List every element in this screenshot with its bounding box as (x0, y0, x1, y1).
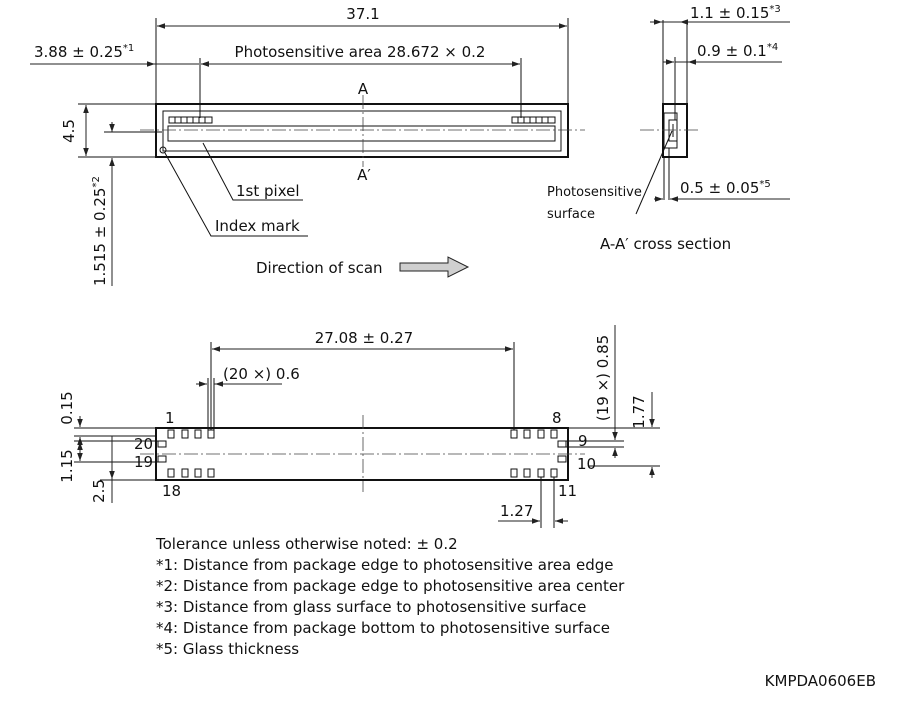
glass-thickness-label: 0.5 ± 0.05*5 (680, 179, 771, 197)
scan-direction-arrow-icon (399, 256, 470, 278)
glass-to-surface-label: 1.1 ± 0.15*3 (690, 4, 781, 22)
dim-177-label: 1.77 (630, 395, 648, 428)
photosensitive-area-label: Photosensitive area 28.672 × 0.2 (235, 43, 486, 61)
pad-height-label: (19 ×) 0.85 (594, 335, 612, 421)
note-4: *4: Distance from package bottom to phot… (156, 619, 610, 637)
dim-25-label: 2.5 (90, 479, 108, 503)
scan-direction-label: Direction of scan (256, 259, 383, 277)
overall-length-label: 37.1 (346, 5, 379, 23)
pads-bottom-left (167, 468, 215, 478)
pin-label-11: 11 (558, 482, 577, 500)
cross-section-view: 1.1 ± 0.15*3 0.9 ± 0.1*4 0.5 ± 0.05*5 Ph… (547, 4, 790, 253)
section-a-prime-label: A′ (357, 166, 371, 184)
pads-top-left (167, 429, 215, 439)
bottom-view: 1 8 20 19 9 10 18 11 27.08 ± 0.27 (20 ×)… (58, 325, 660, 528)
photosensitive-surface-label: Photosensitive surface (547, 185, 646, 222)
pad-row-left (168, 116, 213, 124)
dim-115-label: 1.15 (58, 449, 76, 482)
edge-offset-label: 3.88 ± 0.25*1 (34, 43, 134, 61)
cross-section-title: A-A′ cross section (600, 235, 731, 253)
bottom-to-surface-label: 0.9 ± 0.1*4 (697, 42, 778, 60)
section-a-label: A (358, 80, 369, 98)
pin-label-20: 20 (134, 435, 153, 453)
pads-side (157, 440, 567, 463)
note-2: *2: Distance from package edge to photos… (156, 577, 625, 595)
note-3: *3: Distance from glass surface to photo… (156, 598, 587, 616)
note-tolerance: Tolerance unless otherwise noted: ± 0.2 (156, 535, 458, 553)
figure-code: KMPDA0606EB (764, 672, 876, 690)
pin-label-1: 1 (165, 409, 175, 427)
note-5: *5: Glass thickness (156, 640, 300, 658)
pin-span-label: 27.08 ± 0.27 (315, 329, 413, 347)
first-pixel-label: 1st pixel (236, 182, 300, 200)
pitch-label: 1.27 (500, 502, 533, 520)
pin-label-18: 18 (162, 482, 181, 500)
pads-top-right (510, 429, 558, 439)
top-view: 37.1 3.88 ± 0.25*1 Photosensitive area 2… (30, 5, 585, 286)
note-1: *1: Distance from package edge to photos… (156, 556, 614, 574)
index-mark-label: Index mark (215, 217, 300, 235)
notes-block: Tolerance unless otherwise noted: ± 0.2 … (156, 534, 624, 660)
pads-bottom-right (510, 468, 558, 478)
dim-015-label: 0.15 (58, 391, 76, 424)
pad-row-right (511, 116, 556, 124)
pin-label-8: 8 (552, 409, 562, 427)
package-body-top (155, 103, 569, 158)
pad-width-label: (20 ×) 0.6 (223, 365, 300, 383)
center-offset-label: 1.515 ± 0.25*2 (91, 176, 109, 286)
height-label: 4.5 (60, 119, 78, 143)
index-mark-circle (159, 146, 167, 154)
pin-label-10: 10 (577, 455, 596, 473)
